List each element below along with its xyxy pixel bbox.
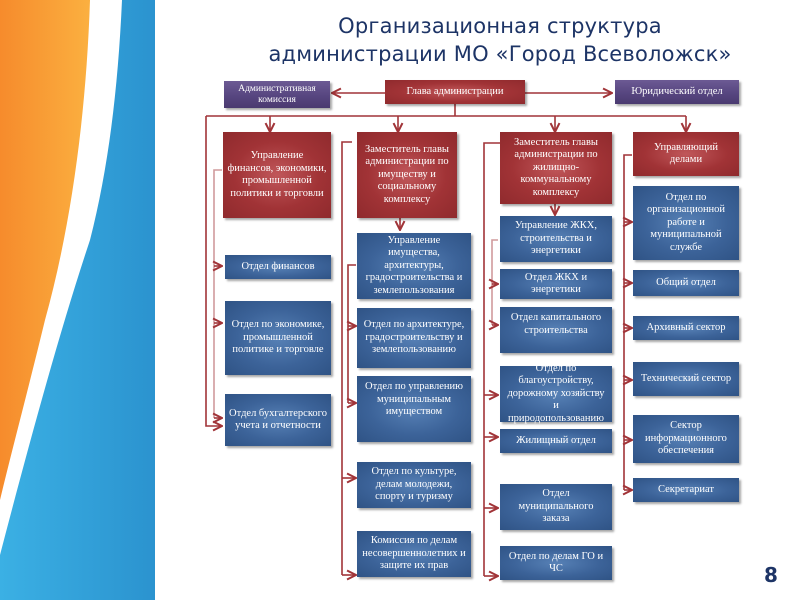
- col2-item-label: Отдел по архитектуре, градостроительству…: [363, 319, 465, 356]
- col3-item-box: Отдел капитального строительства: [500, 307, 612, 353]
- col4-item-box: Секретариат: [633, 478, 739, 502]
- col4-item-label: Общий отдел: [656, 276, 716, 288]
- orange-swoosh: [0, 0, 90, 500]
- col1-inner: [213, 169, 222, 418]
- col2-head-box: Заместитель главы администрации по имуще…: [357, 132, 457, 218]
- col4-item-label: Сектор информационного обеспечения: [645, 420, 727, 457]
- legal-department-label: Юридический отдел: [631, 85, 723, 97]
- col1-item-label: Отдел бухгалтерского учета и отчетности: [229, 407, 327, 432]
- col2-item-label: Отдел по управлению муниципальным имущес…: [365, 381, 463, 417]
- blue-swoosh: [0, 0, 155, 600]
- col4-head-label: Управляющий делами: [653, 141, 719, 166]
- page-number: 8: [764, 563, 778, 587]
- col3-item-label: Управление ЖКХ, строительства и энергети…: [515, 220, 597, 257]
- col3-item-label: Отдел муниципального заказа: [518, 488, 594, 525]
- col3-item-label: Отдел капитального строительства: [510, 312, 602, 336]
- col2-outer: [341, 141, 352, 575]
- col1-item-box: Отдел по экономике, промышленной политик…: [225, 301, 331, 375]
- legal-department-box: Юридический отдел: [615, 80, 739, 104]
- col2-item-box: Отдел по управлению муниципальным имущес…: [357, 376, 471, 442]
- col3-item-label: Жилищный отдел: [516, 434, 596, 446]
- col2-item-label: Комиссия по делам несовершеннолетних и з…: [362, 535, 466, 572]
- col2-inner: [347, 264, 356, 403]
- col3-inner: [491, 239, 498, 325]
- col1-item-box: Отдел бухгалтерского учета и отчетности: [225, 394, 331, 446]
- admin-commission-box: Административная комиссия: [224, 81, 330, 108]
- col4-item-label: Отдел по организационной работе и муници…: [646, 191, 726, 253]
- col3-item-label: Отдел по делам ГО и ЧС: [508, 550, 604, 575]
- col3-item-label: Отдел по благоустройству, дорожному хозя…: [507, 362, 605, 424]
- col2-item-label: Управление имущества, архитектуры, градо…: [365, 234, 463, 296]
- col1-head-label: Управление финансов, экономики, промышле…: [227, 150, 327, 199]
- head-of-administration-label: Глава администрации: [406, 85, 504, 97]
- bus-left-outer: [205, 116, 222, 426]
- col3-item-box: Жилищный отдел: [500, 429, 612, 453]
- col4-head-box: Управляющий делами: [633, 132, 739, 176]
- col4-item-box: Технический сектор: [633, 362, 739, 396]
- col4-item-box: Отдел по организационной работе и муници…: [633, 186, 739, 260]
- col3-item-box: Отдел по благоустройству, дорожному хозя…: [500, 363, 612, 424]
- col3-item-box: Управление ЖКХ, строительства и энергети…: [500, 216, 612, 262]
- col4-item-box: Сектор информационного обеспечения: [633, 415, 739, 463]
- col4-item-label: Архивный сектор: [646, 321, 726, 333]
- admin-commission-label: Административная комиссия: [238, 83, 316, 105]
- col2-item-label: Отдел по культуре, делам молодежи, спорт…: [371, 466, 457, 503]
- col2-head-label: Заместитель главы администрации по имуще…: [365, 143, 449, 205]
- col2-item-box: Комиссия по делам несовершеннолетних и з…: [357, 531, 471, 577]
- col3-head-label: Заместитель главы администрации по жилищ…: [514, 136, 598, 198]
- col3-outer: [483, 142, 500, 576]
- head-of-administration-box: Глава администрации: [385, 80, 525, 104]
- col1-item-label: Отдел финансов: [241, 260, 315, 272]
- title-line-1: Организационная структура: [338, 14, 662, 38]
- col4-item-box: Общий отдел: [633, 270, 739, 296]
- col1-head-box: Управление финансов, экономики, промышле…: [223, 132, 331, 218]
- col2-item-box: Отдел по культуре, делам молодежи, спорт…: [357, 462, 471, 508]
- col1-item-label: Отдел по экономике, промышленной политик…: [231, 319, 325, 356]
- title-line-2: администрации МО «Город Всеволожск»: [268, 42, 732, 66]
- chart-title: Организационная структура администрации …: [220, 12, 780, 68]
- col3-head-box: Заместитель главы администрации по жилищ…: [500, 132, 612, 204]
- decorative-swoosh: [0, 0, 155, 600]
- col2-item-box: Отдел по архитектуре, градостроительству…: [357, 308, 471, 368]
- col4-item-label: Секретариат: [657, 483, 715, 495]
- col4-item-label: Технический сектор: [640, 372, 732, 384]
- col3-item-label: Отдел ЖКХ и энергетики: [524, 271, 588, 296]
- col4-item-box: Архивный сектор: [633, 316, 739, 340]
- col1-item-box: Отдел финансов: [225, 255, 331, 279]
- col3-item-box: Отдел ЖКХ и энергетики: [500, 269, 612, 299]
- col3-item-box: Отдел муниципального заказа: [500, 484, 612, 530]
- col3-item-box: Отдел по делам ГО и ЧС: [500, 546, 612, 580]
- col2-item-box: Управление имущества, архитектуры, градо…: [357, 233, 471, 299]
